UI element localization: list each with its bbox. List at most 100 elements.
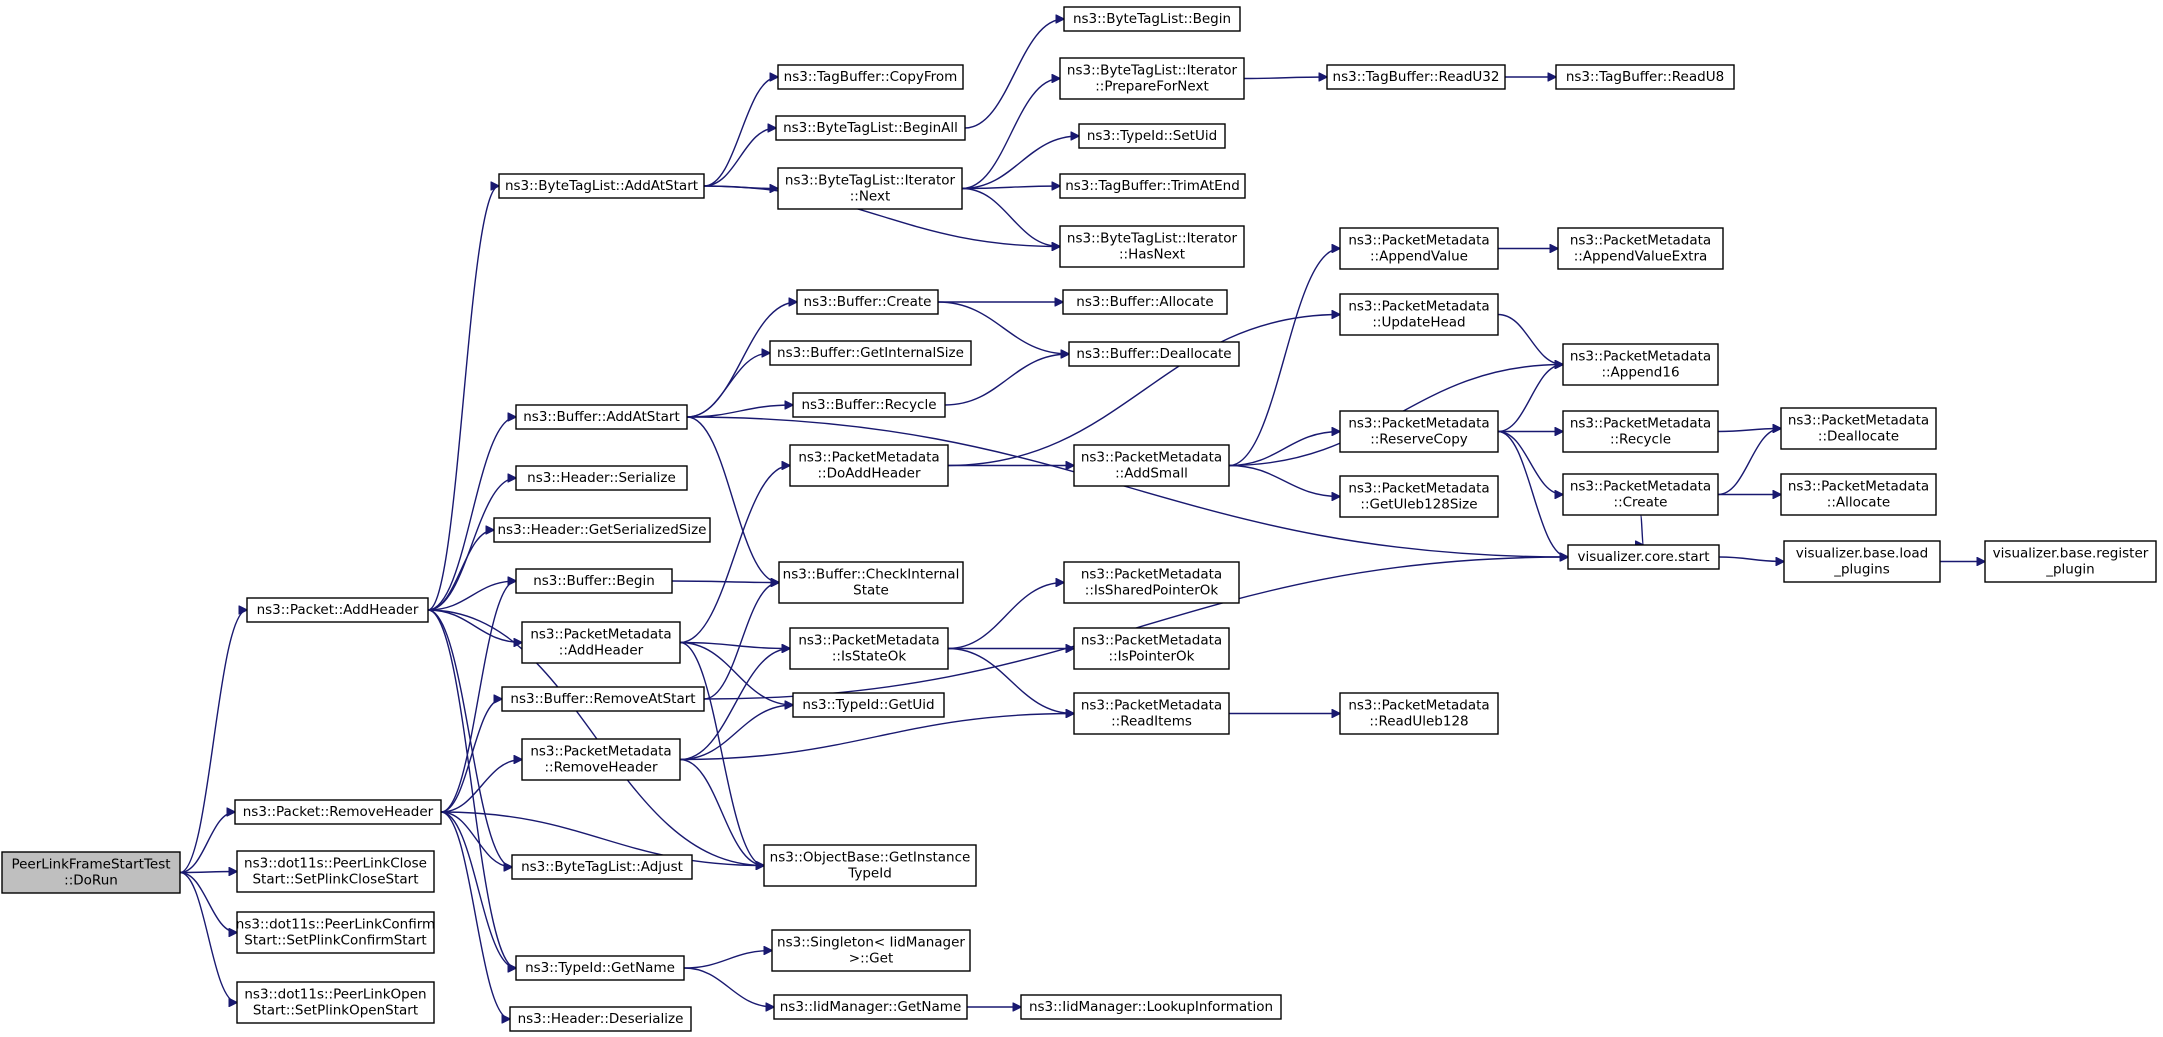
node-pm-is-state-ok[interactable]: ns3::PacketMetadata::IsStateOk bbox=[789, 627, 949, 670]
node-hdr-get-ser-size[interactable]: ns3::Header::GetSerializedSize bbox=[493, 517, 711, 543]
node-label: ::AddHeader bbox=[559, 643, 644, 659]
node-btl-begin-all[interactable]: ns3::ByteTagList::BeginAll bbox=[775, 115, 966, 141]
node-label: ns3::PacketMetadata bbox=[1788, 413, 1929, 429]
edge-pm-remove-header-to-pm-read-items bbox=[679, 714, 1074, 761]
edge-remove-header-to-type-id-get-name bbox=[440, 811, 516, 968]
node-viz-register-plugin[interactable]: visualizer.base.register_plugin bbox=[1984, 540, 2157, 583]
node-btli-has-next[interactable]: ns3::ByteTagList::Iterator::HasNext bbox=[1059, 225, 1245, 268]
node-label: ::Recycle bbox=[1610, 432, 1671, 448]
node-buf-create[interactable]: ns3::Buffer::Create bbox=[796, 289, 939, 315]
node-box bbox=[763, 844, 977, 887]
node-label: Start::SetPlinkConfirmStart bbox=[244, 933, 426, 949]
node-pm-add-small[interactable]: ns3::PacketMetadata::AddSmall bbox=[1073, 444, 1230, 487]
edge-pm-add-header-to-pm-is-state-ok bbox=[679, 641, 790, 649]
node-viz-load-plugins[interactable]: visualizer.base.load_plugins bbox=[1783, 540, 1941, 583]
node-label: ::AddSmall bbox=[1115, 466, 1188, 482]
node-singleton-get[interactable]: ns3::Singleton< IidManager >::Get bbox=[771, 929, 971, 972]
node-open-start[interactable]: ns3::dot11s::PeerLinkOpenStart::SetPlink… bbox=[236, 981, 435, 1024]
node-pm-read-uleb128[interactable]: ns3::PacketMetadata::ReadUleb128 bbox=[1339, 692, 1499, 735]
node-buf-begin[interactable]: ns3::Buffer::Begin bbox=[515, 568, 673, 594]
node-viz-core-start[interactable]: visualizer.core.start bbox=[1567, 544, 1720, 570]
node-hdr-deserialize[interactable]: ns3::Header::Deserialize bbox=[509, 1006, 692, 1032]
node-btli-prepare-for-next[interactable]: ns3::ByteTagList::Iterator::PrepareForNe… bbox=[1059, 57, 1245, 100]
node-buf-recycle[interactable]: ns3::Buffer::Recycle bbox=[792, 392, 946, 418]
node-label: ::DoAddHeader bbox=[817, 466, 920, 482]
node-label: ::Append16 bbox=[1601, 365, 1679, 381]
node-pm-create[interactable]: ns3::PacketMetadata::Create bbox=[1562, 473, 1719, 516]
node-box bbox=[1780, 407, 1937, 450]
node-label: ns3::TagBuffer::ReadU32 bbox=[1333, 69, 1500, 85]
node-box bbox=[1062, 289, 1228, 315]
node-pm-deallocate[interactable]: ns3::PacketMetadata::Deallocate bbox=[1780, 407, 1937, 450]
edge-pm-add-small-to-pm-get-uleb128-size bbox=[1228, 464, 1340, 497]
node-type-id-get-uid[interactable]: ns3::TypeId::GetUid bbox=[792, 692, 945, 718]
edge-type-id-get-name-to-iid-get-name bbox=[683, 967, 774, 1007]
node-btl-adjust[interactable]: ns3::ByteTagList::Adjust bbox=[511, 854, 693, 880]
node-label: ns3::Packet::RemoveHeader bbox=[243, 804, 434, 820]
node-root[interactable]: PeerLinkFrameStartTest::DoRun bbox=[1, 851, 181, 894]
node-label: ns3::PacketMetadata bbox=[1570, 349, 1711, 365]
edge-buf-recycle-to-buf-deallocate bbox=[944, 354, 1069, 406]
node-btl-add-at-start[interactable]: ns3::ByteTagList::AddAtStart bbox=[498, 173, 705, 199]
node-pm-remove-header[interactable]: ns3::PacketMetadata::RemoveHeader bbox=[521, 738, 681, 781]
node-buf-deallocate[interactable]: ns3::Buffer::Deallocate bbox=[1068, 341, 1240, 367]
node-label: ns3::PacketMetadata bbox=[530, 744, 671, 760]
node-label: ns3::Header::Serialize bbox=[527, 470, 676, 486]
node-label: ns3::PacketMetadata bbox=[1348, 233, 1489, 249]
node-pm-recycle[interactable]: ns3::PacketMetadata::Recycle bbox=[1562, 410, 1719, 453]
node-box bbox=[236, 981, 435, 1024]
node-iid-lookup-information[interactable]: ns3::IidManager::LookupInformation bbox=[1020, 994, 1282, 1020]
node-hdr-serialize[interactable]: ns3::Header::Serialize bbox=[515, 465, 688, 491]
node-label: ::IsStateOk bbox=[832, 649, 906, 665]
node-label: ns3::PacketMetadata bbox=[1081, 567, 1222, 583]
node-pm-read-items[interactable]: ns3::PacketMetadata::ReadItems bbox=[1073, 692, 1230, 735]
node-buf-allocate[interactable]: ns3::Buffer::Allocate bbox=[1062, 289, 1228, 315]
edge-root-to-open-start bbox=[179, 871, 237, 1003]
edge-pm-add-small-to-pm-reserve-copy bbox=[1228, 432, 1340, 467]
node-tb-read-u32[interactable]: ns3::TagBuffer::ReadU32 bbox=[1326, 64, 1506, 90]
node-iid-get-name[interactable]: ns3::IidManager::GetName bbox=[773, 994, 968, 1020]
node-buf-remove-at-start[interactable]: ns3::Buffer::RemoveAtStart bbox=[501, 686, 705, 712]
node-box bbox=[1078, 123, 1226, 149]
node-label: ::HasNext bbox=[1119, 247, 1185, 263]
node-pm-is-pointer-ok[interactable]: ns3::PacketMetadata::IsPointerOk bbox=[1073, 627, 1230, 670]
node-box bbox=[1059, 225, 1245, 268]
node-buf-get-internal-size[interactable]: ns3::Buffer::GetInternalSize bbox=[769, 340, 972, 366]
node-pm-append16[interactable]: ns3::PacketMetadata::Append16 bbox=[1562, 343, 1719, 386]
node-btl-begin[interactable]: ns3::ByteTagList::Begin bbox=[1063, 6, 1241, 32]
node-pm-add-header[interactable]: ns3::PacketMetadata::AddHeader bbox=[521, 621, 681, 664]
node-tb-trim-at-end[interactable]: ns3::TagBuffer::TrimAtEnd bbox=[1059, 173, 1246, 199]
edge-remove-header-to-buf-remove-at-start bbox=[440, 699, 502, 813]
node-tb-copy-from[interactable]: ns3::TagBuffer::CopyFrom bbox=[777, 64, 964, 90]
node-pm-update-head[interactable]: ns3::PacketMetadata::UpdateHead bbox=[1339, 293, 1499, 336]
node-pm-is-shared-pointer-ok[interactable]: ns3::PacketMetadata::IsSharedPointerOk bbox=[1063, 561, 1240, 604]
edge-pm-remove-header-to-ob-get-instance-type-id bbox=[679, 758, 764, 866]
node-type-id-get-name[interactable]: ns3::TypeId::GetName bbox=[515, 955, 685, 981]
node-type-id-set-uid[interactable]: ns3::TypeId::SetUid bbox=[1078, 123, 1226, 149]
edge-root-to-add-header bbox=[179, 610, 247, 874]
node-pm-get-uleb128-size[interactable]: ns3::PacketMetadata::GetUleb128Size bbox=[1339, 475, 1499, 518]
node-btli-next[interactable]: ns3::ByteTagList::Iterator::Next bbox=[777, 167, 963, 210]
node-add-header[interactable]: ns3::Packet::AddHeader bbox=[246, 597, 429, 623]
node-close-start[interactable]: ns3::dot11s::PeerLinkCloseStart::SetPlin… bbox=[236, 850, 435, 893]
node-label: ns3::Packet::AddHeader bbox=[257, 602, 419, 618]
edge-buf-add-at-start-to-viz-core-start bbox=[686, 416, 1568, 557]
node-pm-allocate[interactable]: ns3::PacketMetadata::Allocate bbox=[1780, 473, 1937, 516]
node-label: ::Next bbox=[850, 189, 891, 205]
call-edges bbox=[179, 19, 1985, 1019]
node-label: ns3::PacketMetadata bbox=[1348, 416, 1489, 432]
node-box bbox=[1020, 994, 1282, 1020]
node-label: ::IsPointerOk bbox=[1109, 649, 1195, 665]
node-buf-add-at-start[interactable]: ns3::Buffer::AddAtStart bbox=[515, 404, 688, 430]
node-confirm-start[interactable]: ns3::dot11s::PeerLinkConfirmStart::SetPl… bbox=[236, 911, 435, 954]
node-pm-do-add-header[interactable]: ns3::PacketMetadata::DoAddHeader bbox=[789, 444, 949, 487]
node-pm-append-value[interactable]: ns3::PacketMetadata::AppendValue bbox=[1339, 227, 1499, 270]
node-pm-append-value-extra[interactable]: ns3::PacketMetadata::AppendValueExtra bbox=[1557, 227, 1724, 270]
node-pm-reserve-copy[interactable]: ns3::PacketMetadata::ReserveCopy bbox=[1339, 410, 1499, 453]
node-remove-header[interactable]: ns3::Packet::RemoveHeader bbox=[234, 799, 442, 825]
node-box bbox=[1073, 692, 1230, 735]
node-tb-read-u8[interactable]: ns3::TagBuffer::ReadU8 bbox=[1555, 64, 1735, 90]
node-label: ns3::Buffer::Deallocate bbox=[1076, 346, 1231, 362]
